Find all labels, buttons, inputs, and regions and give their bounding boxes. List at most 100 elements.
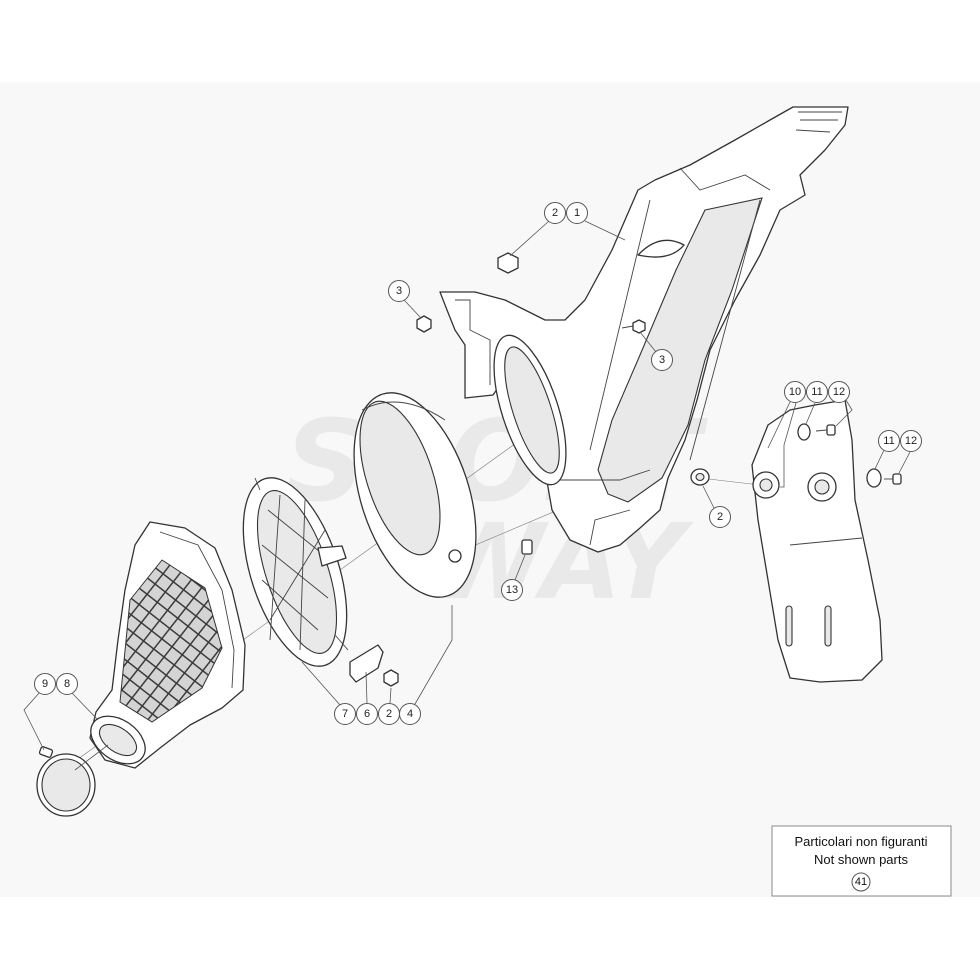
callout-1: 1 — [566, 202, 588, 224]
callout-11-top: 11 — [806, 381, 828, 403]
plate-6 — [349, 644, 384, 683]
leader-lines — [23, 220, 911, 771]
callout-label: 4 — [407, 708, 413, 720]
callout-13: 13 — [501, 579, 523, 601]
leader-8-clamp — [74, 744, 109, 771]
panel-grommet-left-hole — [759, 478, 773, 492]
panel-contour — [789, 537, 863, 546]
boot-grid — [119, 559, 223, 723]
panel-slot-right — [824, 605, 832, 647]
callout-2-right: 2 — [709, 506, 731, 528]
washer-11-side — [866, 468, 882, 488]
callout-4: 4 — [399, 703, 421, 725]
callout-11-side: 11 — [878, 430, 900, 452]
callout-label: 11 — [811, 386, 822, 398]
nut-2-bottom — [383, 669, 399, 687]
nut-2-top — [497, 252, 519, 274]
leader-2-bottom — [389, 687, 392, 704]
clip-13 — [521, 539, 533, 555]
callout-label: 11 — [883, 435, 894, 447]
filter-rim-line — [361, 401, 446, 421]
clamp-inner — [41, 758, 91, 812]
leader-4 — [414, 605, 453, 705]
leader-9 — [23, 691, 45, 751]
side-panel — [751, 399, 883, 683]
airbox-intake-opening — [504, 346, 560, 474]
leader-2-right — [702, 485, 715, 509]
air-filter — [353, 392, 477, 598]
airbox-snorkel-ribs — [589, 111, 842, 461]
screw-12-top-head — [826, 424, 836, 436]
callout-label: 12 — [833, 386, 845, 398]
screw-3-head — [632, 319, 646, 334]
legend-callout-circle — [851, 872, 871, 892]
leader-13 — [514, 554, 526, 581]
leader-11-top — [805, 402, 816, 425]
airbox-window — [597, 197, 763, 503]
hose-clamp — [36, 746, 96, 817]
callout-label: 2 — [552, 207, 558, 219]
screw-12-side-head — [892, 473, 902, 485]
callout-label: 2 — [386, 708, 392, 720]
callout-10: 10 — [784, 381, 806, 403]
callout-9: 9 — [34, 673, 56, 695]
callout-label: 10 — [789, 386, 801, 398]
callout-label: 9 — [42, 678, 48, 690]
clamp-screw — [38, 746, 54, 758]
leader-10 — [767, 401, 791, 449]
panel-grommet-right-hole — [814, 479, 830, 495]
screw-3-right — [621, 319, 646, 334]
leader-3-right — [639, 331, 657, 353]
intake-boot — [89, 521, 246, 769]
leader-6 — [365, 671, 368, 704]
callout-6: 6 — [356, 703, 378, 725]
cage-stem-bottom — [334, 634, 349, 651]
filter-inner — [359, 400, 441, 556]
screw-12-side — [884, 473, 902, 485]
leader-12-side — [898, 451, 911, 474]
callout-label: 3 — [396, 285, 402, 297]
airbox-bracket-detail — [455, 299, 651, 546]
grommet-2-right-hole — [695, 472, 705, 482]
callout-label: 1 — [574, 207, 580, 219]
panel-slot-left — [785, 605, 793, 647]
boot-mouth-opening — [98, 723, 138, 757]
callout-label: 12 — [905, 435, 917, 447]
leader-7 — [301, 661, 341, 706]
callout-label: 3 — [659, 354, 665, 366]
cage-hub — [317, 545, 347, 567]
airbox-logo — [637, 239, 685, 258]
screw-12-top — [815, 424, 836, 436]
legend-line-english: Not shown parts — [814, 852, 908, 867]
boot-flange — [159, 531, 235, 689]
screw-3-shaft — [621, 325, 634, 329]
callout-12-top: 12 — [828, 381, 850, 403]
not-shown-parts-box: Particolari non figuranti Not shown part… — [771, 825, 952, 897]
callout-7: 7 — [334, 703, 356, 725]
leader-3-left — [403, 299, 422, 319]
callout-label: 2 — [717, 511, 723, 523]
legend-line-italian: Particolari non figuranti — [795, 834, 928, 849]
leader-10-grommet — [780, 402, 797, 488]
cage-stem-top — [254, 477, 261, 491]
callout-3-left: 3 — [388, 280, 410, 302]
filter-cage — [242, 477, 349, 667]
callout-12-side: 12 — [900, 430, 922, 452]
screw-12-top-shaft — [815, 429, 828, 432]
legend-callout-label: 41 — [855, 876, 867, 888]
leader-8 — [71, 692, 99, 721]
callout-label: 6 — [364, 708, 370, 720]
nut-3-left — [416, 315, 432, 333]
axis-line-panel — [699, 477, 761, 486]
filter-hole — [448, 549, 462, 563]
leader-2-top — [509, 220, 550, 257]
leader-12-top — [835, 399, 853, 427]
callout-label: 13 — [506, 584, 518, 596]
callout-label: 7 — [342, 708, 348, 720]
callout-2-top: 2 — [544, 202, 566, 224]
callout-3-right: 3 — [651, 349, 673, 371]
washer-11-top — [797, 423, 811, 441]
leader-11-side — [874, 449, 885, 470]
cage-lattice — [261, 494, 331, 651]
